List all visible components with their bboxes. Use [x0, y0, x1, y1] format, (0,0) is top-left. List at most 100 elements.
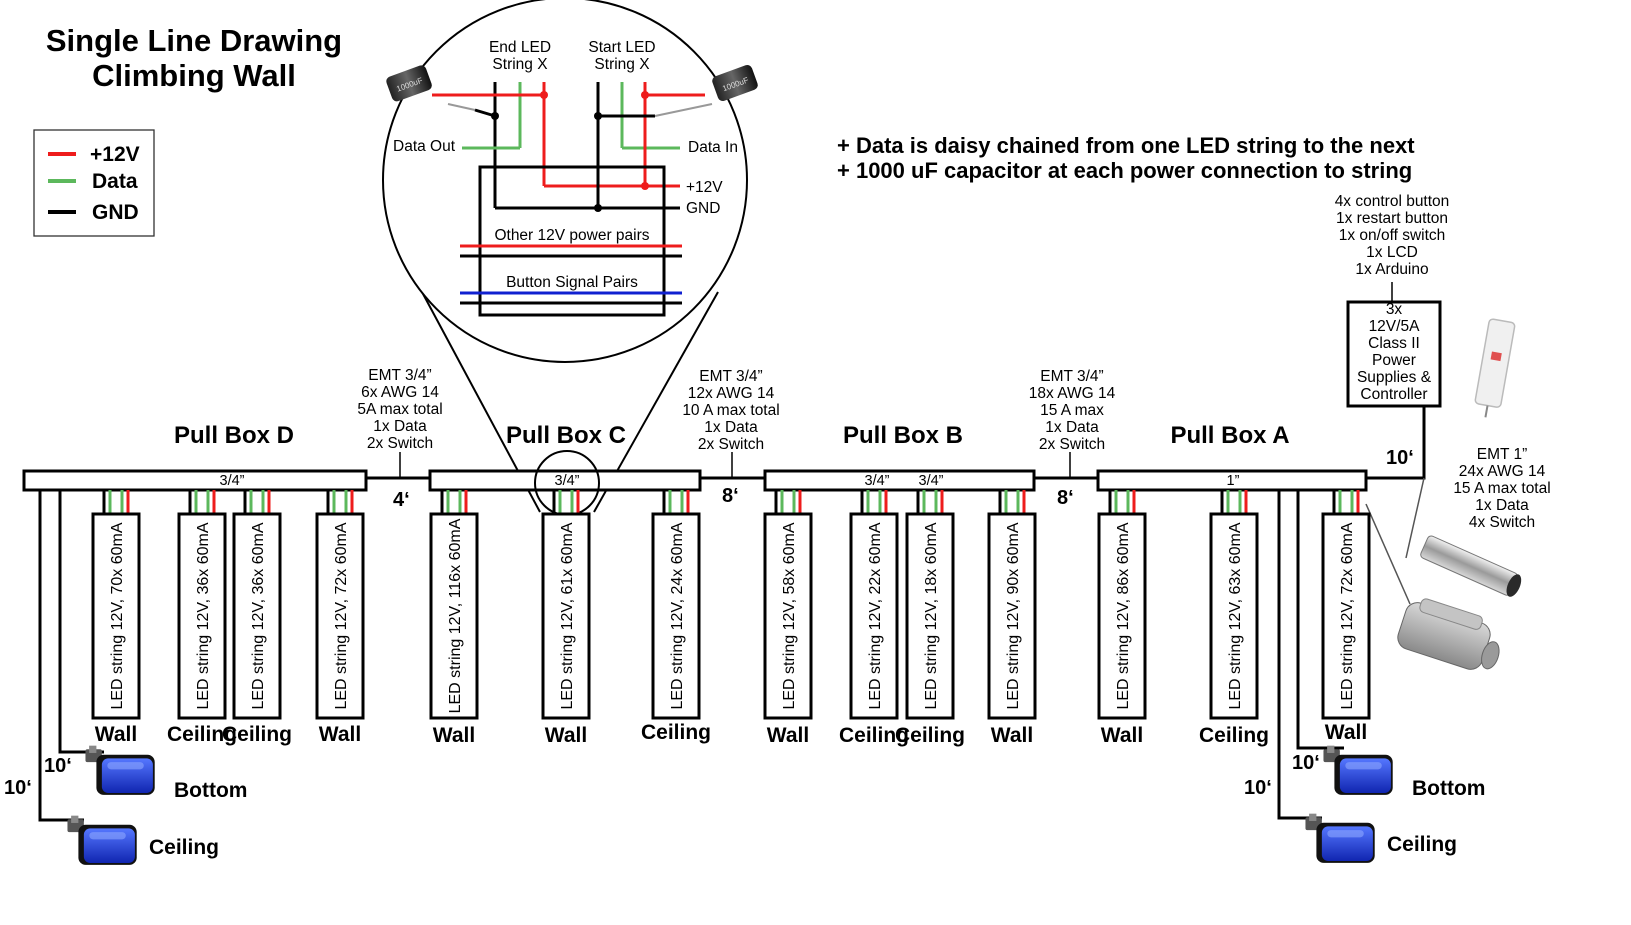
led-string-label: LED string 12V, 24x 60mA [669, 522, 686, 709]
left-ceiling-distance: 10‘ [4, 777, 32, 799]
led-string-label: LED string 12V, 58x 60mA [781, 522, 798, 709]
controller-box-line: Class II [1368, 335, 1420, 352]
led-string-location: Wall [1325, 721, 1367, 744]
note-capacitor: + 1000 uF capacitor at each power connec… [837, 158, 1412, 183]
led-string-box [763, 512, 813, 720]
led-string-label: LED string 12V, 72x 60mA [333, 522, 350, 709]
controller-feed-distance: 10‘ [1386, 447, 1414, 469]
emt-1in-line: 15 A max total [1453, 480, 1550, 497]
conduit-line: 1x Data [1045, 419, 1099, 436]
led-string-box [987, 512, 1037, 720]
led-string-location: Ceiling [222, 723, 292, 746]
legend-label-12v: +12V [90, 143, 140, 166]
left-bottom-button-icon [85, 745, 155, 795]
led-string-box [905, 512, 955, 720]
other-pairs-label: Other 12V power pairs [494, 227, 649, 244]
conduit-line: 6x AWG 14 [361, 384, 439, 401]
emt-1in-label: EMT 1” 24x AWG 14 15 A max total 1x Data… [1453, 446, 1550, 531]
conduit-body-icon [1397, 598, 1500, 670]
led-string-location: Ceiling [839, 724, 909, 747]
controller-component: 1x restart button [1336, 210, 1448, 227]
pull-box-a-rect [1096, 469, 1368, 492]
pull-box-a: Pull Box A 1” [1096, 422, 1368, 492]
left-bottom-distance: 10‘ [44, 755, 72, 777]
led-string-box [429, 512, 479, 720]
junction-dot [641, 91, 649, 99]
led-string-location: Ceiling [895, 724, 965, 747]
junction-dot [641, 182, 649, 190]
conduit-leader-line [1405, 477, 1425, 559]
pull-box-d-label: Pull Box D [174, 422, 294, 449]
conduit-line: EMT 3/4” [1040, 368, 1103, 385]
left-ceiling-button-label: Ceiling [149, 836, 219, 859]
led-string-label: LED string 12V, 86x 60mA [1115, 522, 1132, 709]
note-daisy-chain: + Data is daisy chained from one LED str… [837, 133, 1415, 158]
data-in-label: Data In [688, 139, 738, 156]
title-line-2: Climbing Wall [92, 58, 296, 93]
controller-component: 1x LCD [1366, 244, 1418, 261]
controller-component: 1x on/off switch [1339, 227, 1446, 244]
conduit-line: 10 A max total [682, 402, 779, 419]
pull-box-a-size: 1” [1227, 473, 1240, 489]
detail-magnifier: End LED String X Start LED String X [382, 0, 758, 363]
start-led-label-1: Start LED [588, 39, 655, 56]
emt-1in-line: 4x Switch [1469, 514, 1535, 531]
title: Single Line Drawing Climbing Wall [46, 23, 342, 93]
distance-d-c: 4‘ [393, 489, 410, 511]
led-string-box [541, 512, 591, 720]
led-string-label: LED string 12V, 36x 60mA [195, 522, 212, 709]
pull-box-d-rect [22, 469, 368, 492]
left-ceiling-button-icon [67, 815, 137, 865]
controller-box-line: Controller [1360, 386, 1427, 403]
distance-b-a: 8‘ [1057, 487, 1074, 509]
controller-box-line: Power [1372, 352, 1416, 369]
plus12v-label: +12V [686, 179, 723, 196]
junction-dot [540, 91, 548, 99]
emt-pipe-icon [1420, 535, 1522, 597]
junction-dot [491, 112, 499, 120]
led-string-location: Ceiling [167, 723, 237, 746]
emt-1in-line: 1x Data [1475, 497, 1529, 514]
left-button-wiring: 10‘ 10‘ Bottom Ceiling [4, 490, 247, 865]
conduit-line: EMT 3/4” [368, 367, 431, 384]
led-string-box [315, 512, 365, 720]
pull-box-b-size: 3/4” [865, 473, 890, 489]
controller-box-line: 3x [1386, 301, 1403, 318]
led-string-location: Wall [319, 723, 361, 746]
gnd-label: GND [686, 200, 720, 217]
led-string-box [849, 512, 899, 720]
capacitor-left-icon: 1000uF [386, 65, 432, 102]
controller-box-line: 12V/5A [1369, 318, 1421, 335]
controller-component: 4x control button [1335, 193, 1450, 210]
pull-box-d-size: 3/4” [220, 473, 245, 489]
conduit-line: 2x Switch [1039, 436, 1105, 453]
end-led-label-2: String X [492, 56, 548, 73]
emt-1in-line: EMT 1” [1477, 446, 1528, 463]
power-supply-icon [1474, 318, 1516, 418]
led-string-box [232, 512, 282, 720]
conduit-line: 1x Data [704, 419, 758, 436]
start-led-label-2: String X [594, 56, 650, 73]
led-string-box [1209, 512, 1259, 720]
lb-leader-line [1365, 503, 1411, 605]
led-string-4: LED string 12V, 72x 60mA Wall [315, 490, 365, 746]
junction-dot [594, 204, 602, 212]
right-button-wiring: 10‘ 10‘ Bottom Ceiling [1244, 490, 1485, 863]
led-string-label: LED string 12V, 70x 60mA [109, 522, 126, 709]
legend-label-gnd: GND [92, 201, 139, 224]
pull-box-b-label: Pull Box B [843, 422, 963, 449]
conduit-line: 18x AWG 14 [1029, 385, 1116, 402]
legend: +12V Data GND [33, 129, 155, 237]
led-string-location: Wall [991, 724, 1033, 747]
pull-box-b-rect [763, 469, 1036, 492]
right-ceiling-distance: 10‘ [1244, 777, 1272, 799]
